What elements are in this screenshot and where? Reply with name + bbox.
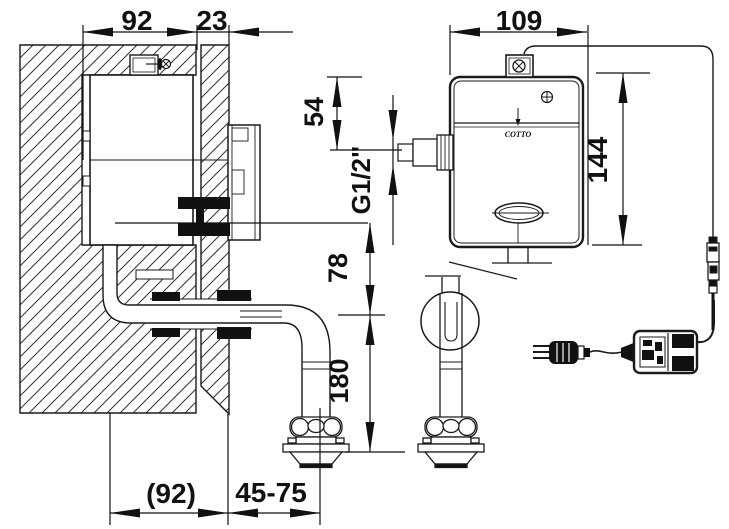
- locknut-left-bottom: [152, 328, 180, 337]
- front-cover-side-profile: [178, 124, 261, 241]
- brand-logo: COTTO: [505, 130, 532, 139]
- adapter-cable: [695, 300, 715, 344]
- box-left-tab-1: [82, 130, 91, 142]
- dim-label-pipe-length: 180: [324, 358, 354, 403]
- plug-cord: [589, 350, 623, 354]
- locknut-left-top: [152, 292, 180, 301]
- flush-pipe-side: [102, 244, 331, 419]
- escutcheon-circle: [420, 291, 480, 351]
- unit-outer-shell: [448, 75, 585, 249]
- pipe-socket: [444, 302, 458, 342]
- inlet-nipple: [397, 134, 454, 171]
- cable-run: [523, 45, 714, 237]
- dim-label-recess-width-ref: (92): [146, 478, 196, 509]
- sensor-cable: [523, 45, 714, 237]
- panel-screw-icon: [540, 90, 554, 104]
- dim-label-inlet-thread: G1/2": [346, 146, 376, 215]
- dim-label-body-width: 109: [496, 5, 543, 36]
- dimension-arrows: [83, 27, 628, 518]
- unit-inner-shell: [453, 80, 580, 244]
- wall-nut-top: [217, 290, 251, 301]
- flush-pipe-front: [420, 247, 552, 418]
- transformer-box: [632, 329, 699, 375]
- strain-relief: [621, 342, 636, 363]
- union-connector: [196, 197, 204, 236]
- power-adapter: [533, 300, 715, 375]
- power-plug-icon: [533, 341, 590, 364]
- tab-screw-icon: [512, 59, 526, 73]
- spud-flange-side: [282, 416, 350, 469]
- cover-inner-module: [231, 169, 245, 195]
- dim-label-wall-offset-range: 45-75: [235, 477, 307, 508]
- concealed-valve-box-side: [82, 54, 257, 246]
- dim-label-body-height: 144: [582, 136, 613, 183]
- dim-label-recess-width: 92: [121, 5, 152, 36]
- box-top-tab-inner: [132, 57, 156, 73]
- dim-label-wall-thickness: 23: [196, 5, 227, 36]
- pipe-break-line: [448, 261, 518, 280]
- valve-unit-front: [448, 54, 585, 249]
- box-left-tab-2: [82, 175, 91, 187]
- side-fixing-screw-icon: [146, 58, 172, 70]
- alignment-marker-icon: [515, 108, 521, 126]
- pipe-run: [102, 244, 331, 419]
- dim-label-outlet-drop: 78: [323, 253, 353, 283]
- dim-label-inlet-offset: 54: [299, 97, 329, 127]
- cover-inner-block: [231, 127, 249, 142]
- spud-flange-front: [417, 416, 485, 469]
- wall-nut-bottom: [217, 327, 251, 339]
- fixing-slot: [135, 269, 174, 280]
